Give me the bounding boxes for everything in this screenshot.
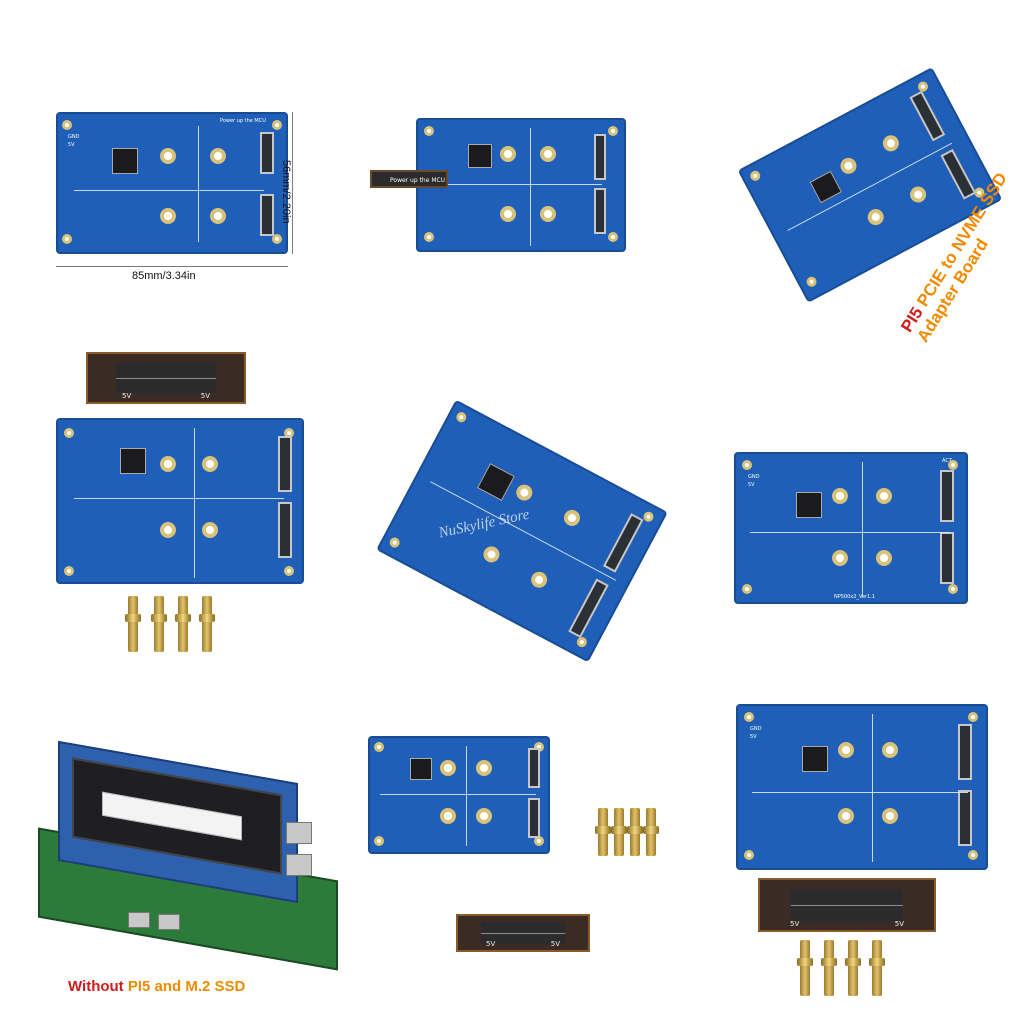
stack-assembly-view: Without PI5 and M.2 SSD bbox=[18, 740, 348, 1012]
board-mcu-view: Power up the MCU bbox=[370, 118, 630, 268]
caption-without: Without bbox=[68, 978, 128, 995]
power-label: Power up the MCU bbox=[220, 118, 266, 124]
5v-label-3: 5V bbox=[750, 734, 757, 740]
ribbon-large-5v-left: 5V bbox=[790, 920, 800, 928]
gnd-label-2: GND bbox=[748, 474, 760, 480]
board-dimension-view: GND 5V Power up the MCU 56mm/2.20in 85mm… bbox=[56, 112, 296, 292]
ribbon-cable-large: 5V 5V bbox=[758, 878, 936, 932]
ribbon-cable-small: 5V 5V bbox=[456, 914, 590, 952]
ribbon-small-5v-right: 5V bbox=[550, 940, 560, 948]
board-front-view: GND 5V ACT NP500x2_Ver1.1 bbox=[734, 452, 974, 612]
ribbon-large-5v-right: 5V bbox=[894, 920, 904, 928]
board-kit-view: 5V 5V bbox=[56, 352, 316, 672]
caption-pi5-ssd: PI5 and M.2 SSD bbox=[127, 978, 246, 995]
width-dimension-label: 85mm/3.34in bbox=[132, 270, 196, 282]
height-dimension-line bbox=[292, 112, 293, 254]
board-angled-view: PI5 PCIE to NVME SSD Adapter Board bbox=[720, 40, 1020, 345]
width-dimension-line bbox=[56, 266, 288, 267]
ribbon-cable: 5V 5V bbox=[86, 352, 246, 404]
board-small-kit-view: 5V 5V bbox=[368, 736, 668, 966]
board-full-kit-view: GND 5V 5V 5V bbox=[736, 704, 996, 1004]
5v-label-2: 5V bbox=[748, 482, 755, 488]
gnd-label: GND bbox=[68, 134, 80, 140]
caption-text: Without PI5 and M.2 SSD bbox=[68, 978, 245, 995]
ribbon-small-5v-left: 5V bbox=[486, 940, 496, 948]
5v-label: 5V bbox=[68, 142, 75, 148]
mcu-ribbon: Power up the MCU bbox=[370, 170, 448, 188]
gnd-label-3: GND bbox=[750, 726, 762, 732]
model-label: NP500x2_Ver1.1 bbox=[834, 594, 876, 600]
pcb-board bbox=[56, 112, 288, 254]
act-label: ACT bbox=[942, 458, 952, 464]
power-label-2: Power up the MCU bbox=[390, 177, 446, 184]
ribbon-5v-left: 5V bbox=[122, 392, 132, 400]
board-rotated-view: NuSkylife Store bbox=[376, 398, 668, 668]
ribbon-5v-right: 5V bbox=[200, 392, 210, 400]
height-dimension-label: 56mm/2.20in bbox=[280, 160, 292, 224]
